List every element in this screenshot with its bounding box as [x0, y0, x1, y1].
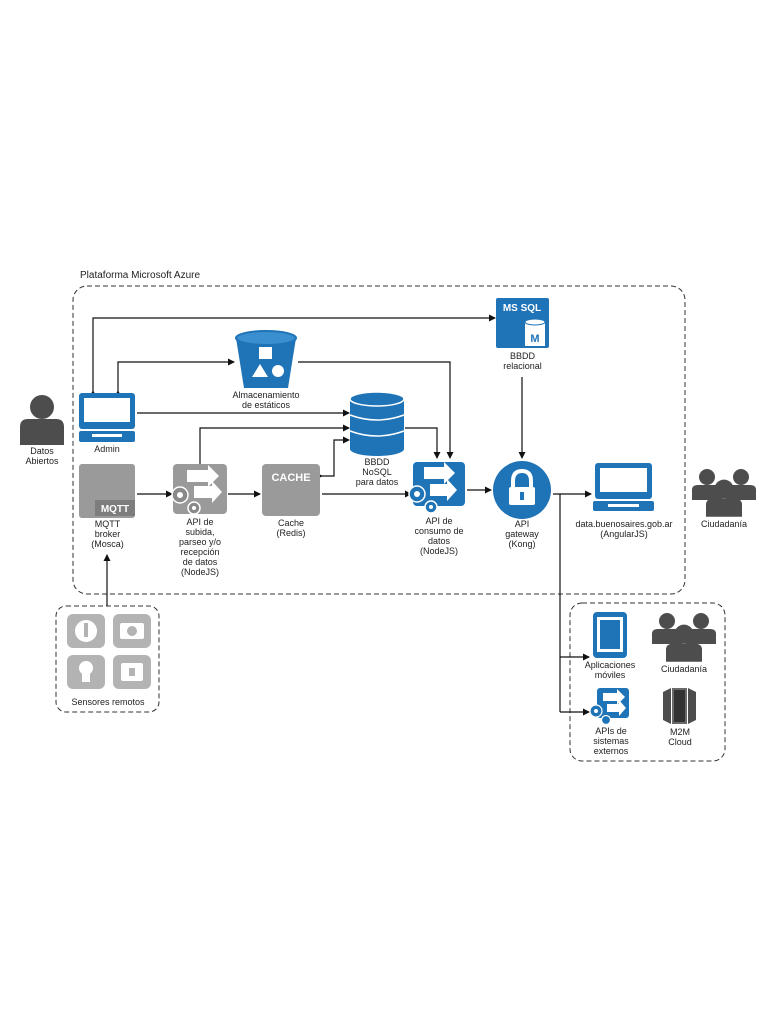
mqtt-broker-icon: MQTT: [79, 464, 135, 518]
azure-platform-container: [72, 285, 686, 595]
generic-sensor-icon: [113, 655, 151, 689]
mssql-badge: MS SQL: [503, 303, 541, 314]
cache-icon: CACHE: [262, 464, 320, 516]
ciudadania-ext-label: Ciudadanía: [660, 664, 708, 674]
api-consumo-icon: [408, 462, 465, 514]
apis-ext-label: APIs de sistemas externos: [593, 726, 629, 756]
edge-admin-storage: [114, 358, 235, 397]
platform-title: Plataforma Microsoft Azure: [80, 270, 201, 281]
edge-admin-mssql: [89, 314, 496, 397]
admin-label: Admin: [94, 444, 120, 454]
ciudadania-external-group-icon: [652, 613, 716, 662]
apis-externos-icon: [589, 688, 629, 726]
api-consumo-label: API de consumo de datos (NodeJS): [414, 516, 464, 556]
edge-cache-nosql: [316, 436, 350, 480]
cache-badge: CACHE: [271, 472, 310, 484]
external-container: [569, 602, 726, 762]
cache-label: Cache (Redis): [276, 518, 306, 538]
movil-label: Aplicaciones móviles: [584, 660, 636, 680]
sensores-label: Sensores remotos: [71, 697, 145, 707]
api-subida-label: API de subida, parseo y/o recepción de d…: [178, 517, 222, 577]
mobile-app-icon: [593, 612, 627, 658]
mssql-database-icon: MS SQL M: [496, 298, 549, 348]
storage-bucket-icon: [235, 330, 297, 388]
admin-laptop-icon: [79, 393, 135, 442]
connectors: [89, 314, 592, 716]
gateway-label: API gateway (Kong): [505, 519, 539, 549]
ciudadania-main-label: Ciudadanía: [700, 519, 748, 529]
web-label: data.buenosaires.gob.ar (AngularJS): [575, 519, 673, 539]
light-sensor-icon: [67, 655, 105, 689]
nosql-database-icon: [349, 391, 405, 456]
web-laptop-icon: [593, 463, 654, 511]
mqtt-badge: MQTT: [101, 504, 129, 515]
datos-abiertos-label: Datos Abiertos: [25, 446, 59, 466]
api-gateway-lock-icon: [493, 461, 551, 519]
edge-storage-api-consumo: [298, 361, 454, 459]
mqtt-label: MQTT broker (Mosca): [91, 519, 124, 549]
mssql-label: BBDD relacional: [503, 351, 542, 371]
ciudadania-group-icon: [692, 469, 756, 517]
m2m-label: M2M Cloud: [668, 727, 692, 747]
nosql-label: BBDD NoSQL para datos: [355, 457, 399, 487]
thermometer-sensor-icon: [67, 614, 105, 648]
camera-sensor-icon: [113, 614, 151, 648]
m2m-cloud-icon: [663, 688, 696, 724]
almacenamiento-label: Almacenamiento de estáticos: [232, 390, 300, 410]
sensors-icons: [67, 614, 151, 689]
edge-api-subida-nosql: [199, 427, 349, 464]
datos-abiertos-person-icon: [20, 395, 64, 445]
mssql-letter: M: [530, 333, 539, 345]
api-subida-icon: [171, 464, 227, 515]
edge-nosql-api-consumo: [405, 427, 441, 459]
